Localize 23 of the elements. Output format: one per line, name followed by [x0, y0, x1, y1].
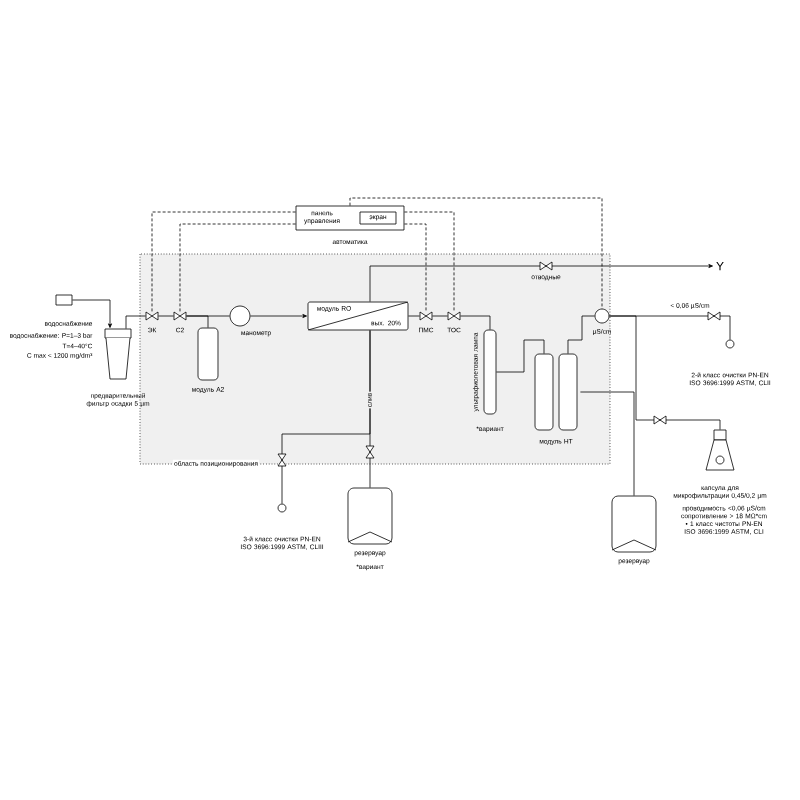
pipe-line [125, 315, 146, 329]
arrow [72, 299, 112, 328]
pipe-line [609, 315, 721, 430]
control-line [404, 211, 455, 312]
control-line [179, 223, 296, 312]
pipe-line [460, 315, 491, 330]
control-line [349, 197, 603, 309]
pipe-line [496, 339, 545, 373]
outlet-point [277, 503, 287, 513]
pipe-line [408, 315, 420, 317]
pipe-line [158, 315, 174, 317]
capsule-filter [705, 429, 735, 471]
arrow [250, 314, 307, 318]
pipe-line [186, 315, 209, 328]
arrow [369, 264, 713, 302]
outlet-point [725, 339, 735, 349]
inlet-tap [55, 294, 73, 306]
pipe-line [281, 330, 371, 504]
control-line [404, 223, 427, 312]
pipe-line [432, 315, 448, 317]
pipe-line [580, 391, 635, 496]
control-line [151, 211, 296, 312]
pipe-line [567, 315, 595, 354]
